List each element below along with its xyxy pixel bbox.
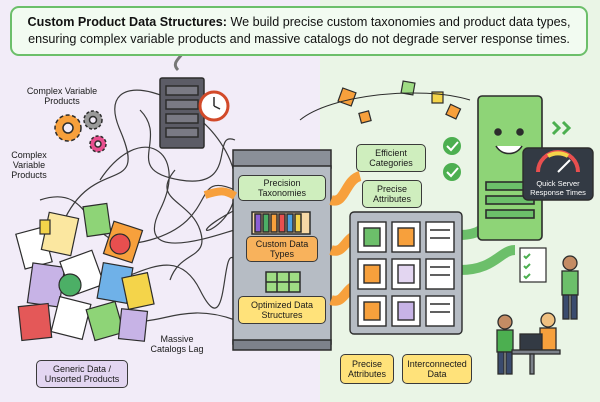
box-precise-attributes-top: Precise Attributes — [362, 180, 422, 208]
header-bold: Custom Product Data Structures: — [27, 15, 227, 29]
product-pile — [15, 202, 155, 342]
data-cubes — [299, 80, 471, 124]
check-icons — [443, 137, 461, 181]
checklist-icon — [519, 247, 547, 283]
sorted-product-rack — [349, 211, 463, 335]
people-icons — [496, 255, 579, 375]
label-generic-data: Generic Data / Unsorted Products — [36, 360, 128, 388]
header-line-2: ensuring complex variable products and m… — [28, 32, 570, 46]
box-precise-attributes-bottom: Precise Attributes — [340, 354, 394, 384]
label-complex-variable-side: Complex Variable Products — [11, 150, 47, 180]
box-optimized-structures: Optimized Data Structures — [238, 296, 326, 324]
tangled-wires — [39, 89, 237, 323]
box-interconnected-data: Interconnected Data — [402, 354, 472, 384]
label-quick-server: Quick Server Response Times — [530, 179, 586, 197]
gears-icon — [54, 110, 107, 153]
speed-gauge-icon — [522, 147, 594, 201]
header-text-1: We build precise custom taxonomies and p… — [230, 15, 571, 29]
label-massive-catalogs: Massive Catalogs Lag — [150, 334, 204, 354]
clock-icon — [198, 90, 230, 122]
box-efficient-categories: Efficient Categories — [356, 144, 426, 172]
label-complex-variable-top: Complex Variable Products — [26, 86, 98, 106]
speed-chevrons-icon — [551, 120, 572, 136]
box-precision-taxonomies: Precision Taxonomies — [238, 175, 326, 201]
happy-server-icon — [477, 95, 543, 241]
box-custom-data-types: Custom Data Types — [246, 236, 318, 262]
header-banner: Custom Product Data Structures: We build… — [10, 6, 588, 56]
header-line-1: Custom Product Data Structures: We build… — [12, 14, 586, 31]
